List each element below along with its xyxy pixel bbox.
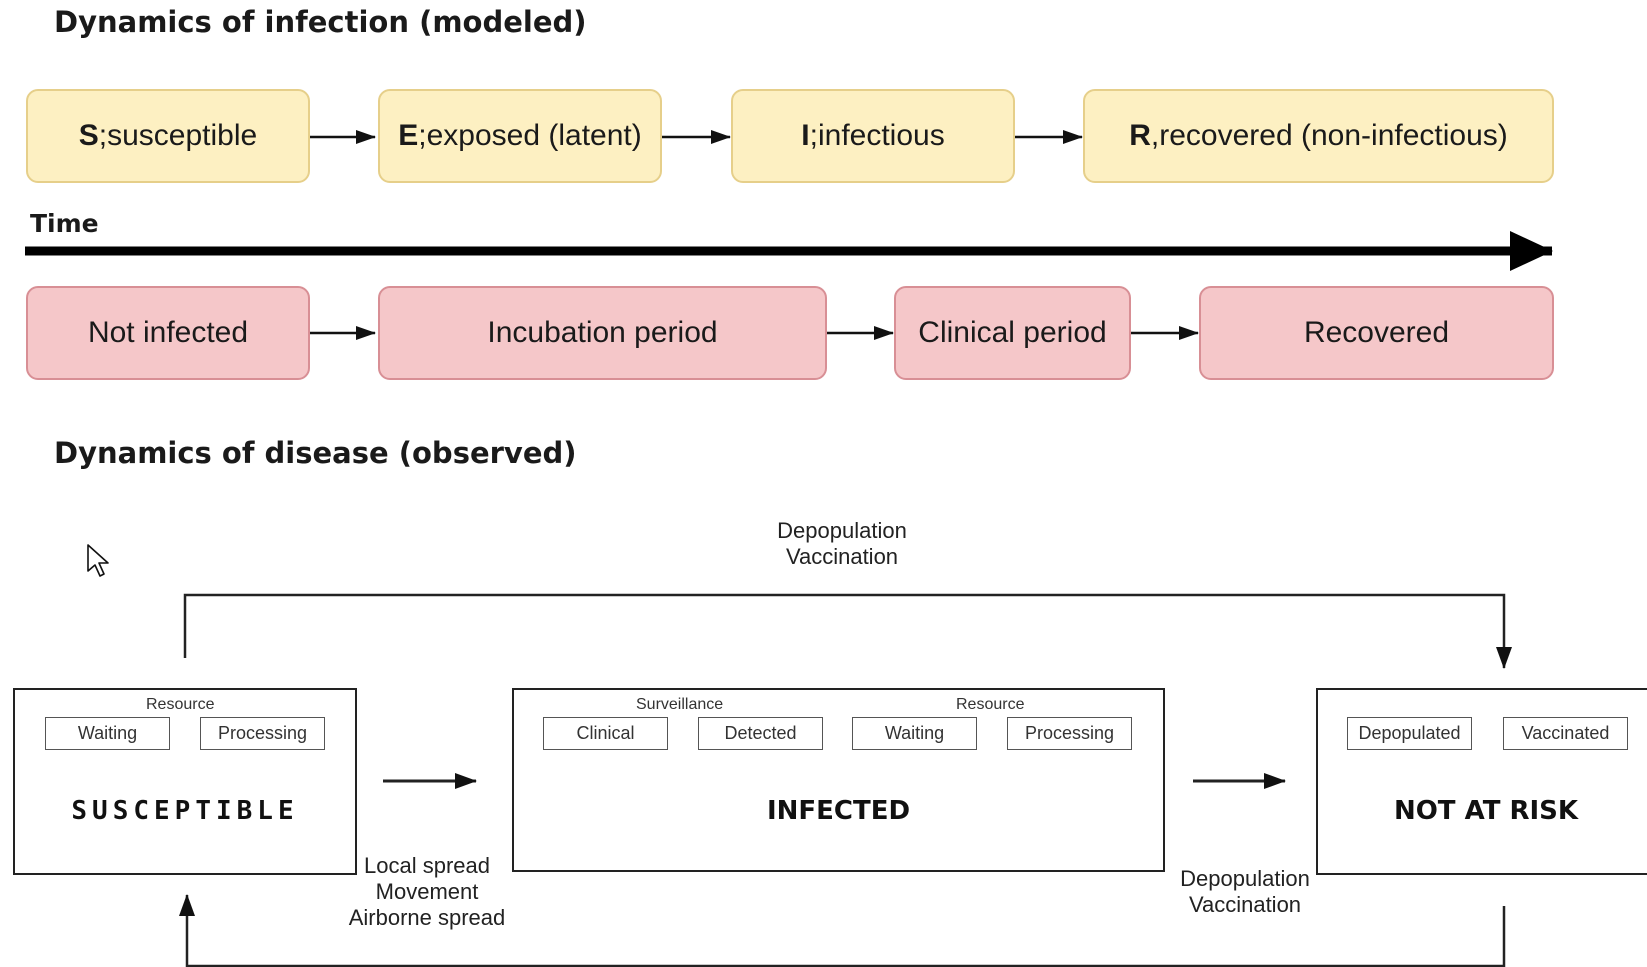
period-recovered: Recovered [1199,286,1554,380]
mouse-cursor-icon [87,544,109,577]
spread-note-line1: Local spread [364,853,490,878]
infected-sub-processing: Processing [1007,717,1132,750]
spread-note-line2: Movement [375,879,479,904]
loop-susceptible-to-not-at-risk [183,593,1512,669]
infected-box [512,688,1165,872]
right-note-line1: Depopulation [1180,866,1310,891]
observed-heading: Dynamics of disease (observed) [54,436,577,470]
infected-sub-clinical: Clinical [543,717,668,750]
top-note-line2: Vaccination [785,544,899,569]
spread-note: Local spread Movement Airborne spread [337,853,517,931]
susceptible-title: SUSCEPTIBLE [71,796,299,826]
not-at-risk-title: NOT AT RISK [1393,796,1579,826]
state-i-box: I; infectious [731,89,1015,183]
infected-flow-label-resource: Resource [954,696,1027,714]
top-intervention-note: Depopulation Vaccination [742,518,942,570]
time-label: Time [30,209,99,238]
right-note-line2: Vaccination [1188,892,1302,917]
infected-sub-detected: Detected [698,717,823,750]
top-note-line1: Depopulation [777,518,907,543]
state-e-label: exposed (latent) [426,119,642,152]
susceptible-sub-waiting: Waiting [45,717,170,750]
susceptible-sub-processing: Processing [200,717,325,750]
spread-note-line3: Airborne spread [348,905,506,930]
not-at-risk-sub-depopulated: Depopulated [1347,717,1472,750]
modeled-heading: Dynamics of infection (modeled) [54,5,587,39]
state-i-letter: I [801,119,810,152]
infected-title: INFECTED [766,796,911,826]
state-s-label: susceptible [107,119,258,152]
period-incubation: Incubation period [378,286,827,380]
not-at-risk-sub-vaccinated: Vaccinated [1503,717,1628,750]
susceptible-flow-label: Resource [144,696,217,714]
state-s-letter: S [78,119,99,152]
period-not-infected: Not infected [26,286,310,380]
right-intervention-note: Depopulation Vaccination [1160,866,1330,918]
state-i-label: infectious [817,119,945,152]
time-axis-arrowhead [1510,231,1553,271]
infected-flow-label-surveillance: Surveillance [634,696,726,714]
loop-not-at-risk-to-susceptible [179,894,1506,967]
state-s-box: S; susceptible [26,89,310,183]
state-r-label: recovered (non-infectious) [1159,119,1508,152]
state-e-letter: E [398,119,419,152]
state-r-letter: R [1129,119,1151,152]
infected-sub-waiting: Waiting [852,717,977,750]
period-clinical: Clinical period [894,286,1131,380]
state-e-box: E; exposed (latent) [378,89,662,183]
state-r-box: R, recovered (non-infectious) [1083,89,1554,183]
